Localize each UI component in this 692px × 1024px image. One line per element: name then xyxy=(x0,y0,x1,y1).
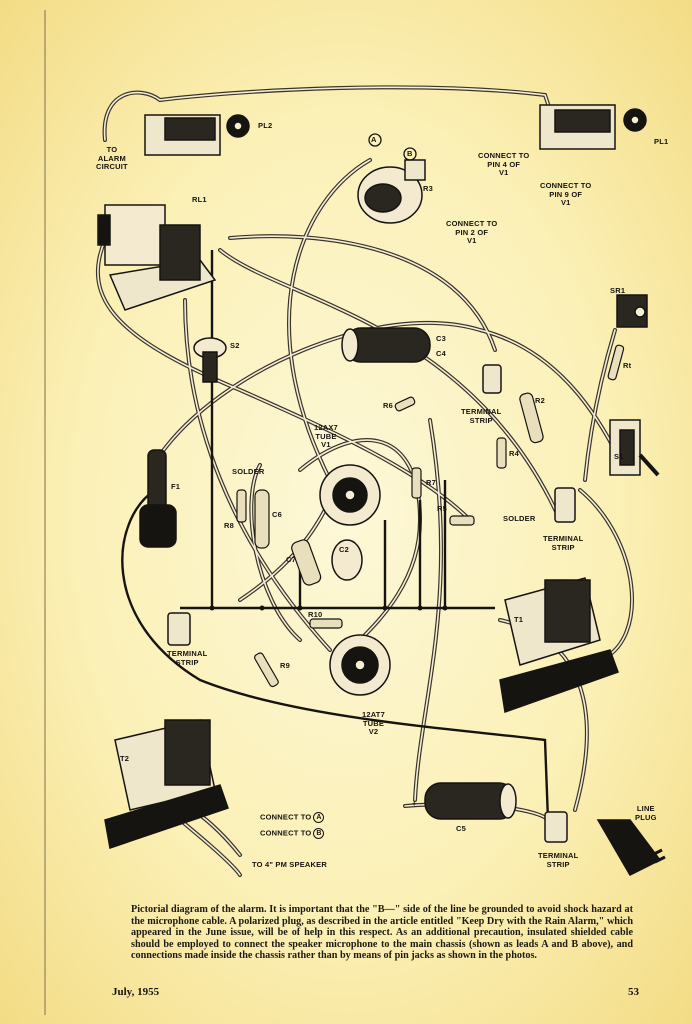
pl1-jack xyxy=(539,104,647,150)
page-number: 53 xyxy=(628,986,639,998)
connect-pin9-label: CONNECT TO PIN 9 OF V1 xyxy=(540,181,592,207)
solder-right-label: SOLDER xyxy=(503,514,536,523)
c2-label: C2 xyxy=(339,545,349,554)
c7-label: C7 xyxy=(286,555,296,564)
r7-label: R7 xyxy=(426,478,436,487)
c6-label: C6 xyxy=(272,510,282,519)
tube-v2-label: 12AT7 TUBE V2 xyxy=(362,710,385,736)
f1-label: F1 xyxy=(171,482,181,491)
solid-wires xyxy=(121,250,550,821)
solder-left-label: SOLDER xyxy=(232,467,265,476)
c4-label: C4 xyxy=(436,349,446,358)
small-components xyxy=(236,344,625,688)
to-speaker-label: TO 4" PM SPEAKER xyxy=(252,860,327,869)
pl2-label: PL2 xyxy=(258,121,273,130)
r8-label: R8 xyxy=(224,521,234,530)
r9-label: R9 xyxy=(280,661,290,670)
c3-label: C3 xyxy=(436,334,446,343)
s2-label: S2 xyxy=(230,341,240,350)
rt-label: Rt xyxy=(623,361,632,370)
footer-date: July, 1955 xyxy=(112,986,160,998)
r6-label: R6 xyxy=(383,401,393,410)
terminal-strip-right-label: TERMINAL STRIP xyxy=(543,534,584,552)
to-alarm-circuit-label: TO ALARM CIRCUIT xyxy=(96,145,128,171)
connect-pin4-label: CONNECT TO PIN 4 OF V1 xyxy=(478,151,530,177)
connect-to-a-text: CONNECT TO xyxy=(260,812,312,822)
terminal-strip-bottom-label: TERMINAL STRIP xyxy=(538,851,579,869)
c5-label: C5 xyxy=(456,824,466,833)
terminal-a-marker xyxy=(368,133,382,147)
lead-b-label: B xyxy=(407,149,413,158)
junction-dots xyxy=(209,605,448,611)
r10-label: R10 xyxy=(308,610,323,619)
s1-switch xyxy=(609,419,660,477)
t1-label: T1 xyxy=(514,615,524,624)
connect-to-a-marker: A xyxy=(313,812,325,823)
sr1-label: SR1 xyxy=(610,286,626,295)
figure-caption: Pictorial diagram of the alarm. It is im… xyxy=(131,904,633,962)
line-plug xyxy=(596,819,666,876)
f1-fuse xyxy=(139,449,177,548)
line-plug-label: LINE PLUG xyxy=(635,804,657,822)
terminal-strip-top-label: TERMINAL STRIP xyxy=(461,407,502,425)
r2-label: R2 xyxy=(535,396,545,405)
lead-a-label: A xyxy=(371,135,377,144)
tube-v1-label: 12AX7 TUBE V1 xyxy=(314,423,338,449)
r3-label: R3 xyxy=(423,184,433,193)
terminal-b-marker xyxy=(403,147,417,161)
s1-label: S1 xyxy=(614,452,624,461)
s2-switch xyxy=(193,337,227,383)
c2-capacitor xyxy=(331,539,363,581)
connect-to-b-marker: B xyxy=(313,828,325,839)
rl1-label: RL1 xyxy=(192,195,207,204)
rl1-relay xyxy=(97,204,217,311)
r5-label: R5 xyxy=(437,504,447,513)
sr1-rectifier xyxy=(616,294,648,328)
c5-plus-label: + xyxy=(412,799,417,808)
v1-tube-socket xyxy=(319,464,381,526)
pl1-label: PL1 xyxy=(654,137,669,146)
page-margin-rule xyxy=(44,10,46,1015)
terminal-strip-left-label: TERMINAL STRIP xyxy=(167,649,208,667)
r4-label: R4 xyxy=(509,449,519,458)
wiring-diagram xyxy=(95,85,666,877)
t2-transformer xyxy=(104,719,229,849)
connect-pin2-label: CONNECT TO PIN 2 OF V1 xyxy=(446,219,498,245)
t2-label: T2 xyxy=(120,754,130,763)
connect-to-b-text: CONNECT TO xyxy=(260,828,312,838)
terminal-strips xyxy=(167,364,576,843)
v2-tube-socket xyxy=(329,634,391,696)
t1-transformer xyxy=(499,577,619,714)
c3-c4-capacitor xyxy=(341,327,431,363)
c5-capacitor xyxy=(424,782,517,820)
r3-potentiometer xyxy=(357,159,426,224)
pl2-jack xyxy=(144,114,250,156)
